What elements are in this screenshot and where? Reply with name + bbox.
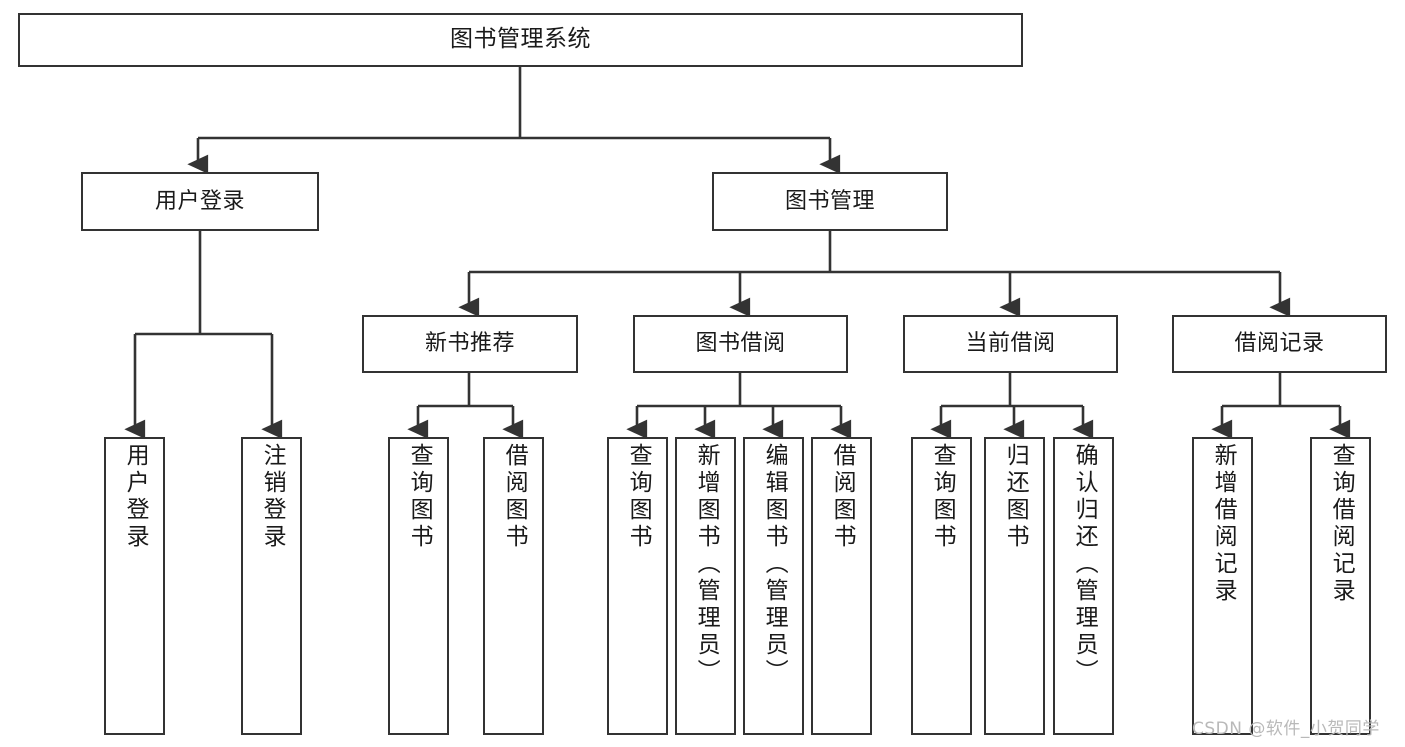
node-label: 用户登录 bbox=[122, 443, 149, 551]
node-label: 查询图书 bbox=[625, 443, 652, 551]
node-leaf-borrow-book[interactable]: 借阅图书 bbox=[811, 437, 872, 735]
node-label: 新增借阅记录 bbox=[1210, 443, 1237, 605]
node-leaf-edit-book-admin[interactable]: 编辑图书（管理员） bbox=[743, 437, 804, 735]
node-label: 图书借阅 bbox=[695, 331, 786, 357]
node-leaf-add-borrow-record[interactable]: 新增借阅记录 bbox=[1192, 437, 1253, 735]
node-leaf-user-login[interactable]: 用户登录 bbox=[104, 437, 165, 735]
node-leaf-borrow-book-recommend[interactable]: 借阅图书 bbox=[483, 437, 544, 735]
node-label: 归还图书 bbox=[1002, 443, 1029, 551]
node-current-borrow[interactable]: 当前借阅 bbox=[903, 315, 1118, 373]
node-leaf-query-book-borrow[interactable]: 查询图书 bbox=[607, 437, 668, 735]
node-book-borrow[interactable]: 图书借阅 bbox=[633, 315, 848, 373]
node-leaf-confirm-return-admin[interactable]: 确认归还（管理员） bbox=[1053, 437, 1114, 735]
node-label: 图书管理 bbox=[784, 188, 875, 214]
node-book-management[interactable]: 图书管理 bbox=[712, 172, 948, 231]
node-leaf-logout[interactable]: 注销登录 bbox=[241, 437, 302, 735]
node-label: 借阅图书 bbox=[501, 443, 528, 551]
node-new-book-recommend[interactable]: 新书推荐 bbox=[362, 315, 578, 373]
node-borrow-record[interactable]: 借阅记录 bbox=[1172, 315, 1387, 373]
node-label: 借阅图书 bbox=[829, 443, 856, 551]
node-label: 当前借阅 bbox=[965, 331, 1056, 357]
node-label: 图书管理系统 bbox=[450, 26, 591, 53]
node-label: 新书推荐 bbox=[424, 331, 515, 357]
node-label: 查询图书 bbox=[929, 443, 956, 551]
node-label: 编辑图书（管理员） bbox=[761, 443, 788, 686]
node-label: 用户登录 bbox=[154, 188, 245, 214]
node-leaf-add-book-admin[interactable]: 新增图书（管理员） bbox=[675, 437, 736, 735]
node-label: 新增图书（管理员） bbox=[693, 443, 720, 686]
node-label: 确认归还（管理员） bbox=[1071, 443, 1098, 686]
node-leaf-query-book-current[interactable]: 查询图书 bbox=[911, 437, 972, 735]
node-user-login[interactable]: 用户登录 bbox=[81, 172, 319, 231]
node-label: 借阅记录 bbox=[1234, 331, 1325, 357]
node-leaf-query-book-recommend[interactable]: 查询图书 bbox=[388, 437, 449, 735]
node-leaf-query-borrow-record[interactable]: 查询借阅记录 bbox=[1310, 437, 1371, 735]
node-label: 查询图书 bbox=[406, 443, 433, 551]
node-root-library-system[interactable]: 图书管理系统 bbox=[18, 13, 1023, 67]
node-label: 注销登录 bbox=[259, 443, 286, 551]
node-label: 查询借阅记录 bbox=[1328, 443, 1355, 605]
watermark-text: CSDN @软件_小贺同学 bbox=[1192, 719, 1380, 739]
node-leaf-return-book[interactable]: 归还图书 bbox=[984, 437, 1045, 735]
